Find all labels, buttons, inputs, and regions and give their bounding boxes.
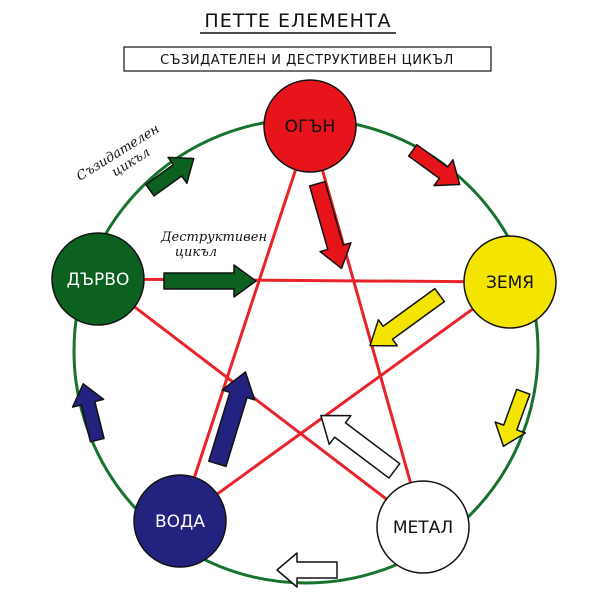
element-fire: ОГЪН — [263, 79, 357, 173]
star-line-water-fire — [178, 125, 312, 522]
destructive-cycle-note-line2: цикъл — [175, 245, 217, 260]
element-fire-circle — [263, 79, 357, 173]
arrow-metal-destroys-wood — [320, 414, 401, 479]
element-metal-label: МЕТАЛ — [393, 518, 453, 538]
star-line-metal-wood — [97, 277, 424, 529]
arrow-fire-destroys-metal — [308, 180, 352, 270]
page-title: ПЕТТЕ ЕЛЕМЕНТА — [204, 10, 391, 32]
element-wood-circle — [51, 232, 145, 326]
arrow-earth-to-metal — [494, 388, 531, 448]
element-wood-label: ДЪРВО — [67, 270, 130, 290]
star-line-wood-earth — [97, 277, 511, 284]
element-metal: МЕТАЛ — [376, 480, 470, 574]
destructive-cycle-note: Деструктивен цикъл — [160, 230, 267, 260]
arrow-metal-to-water — [276, 552, 338, 588]
element-earth-label: ЗЕМЯ — [486, 273, 534, 293]
star-line-earth-water — [179, 280, 511, 523]
arrow-wood-to-fire — [145, 156, 195, 197]
element-water-circle — [133, 474, 227, 568]
element-water-label: ВОДА — [155, 512, 205, 532]
subtitle-box — [123, 46, 492, 72]
element-water: ВОДА — [133, 474, 227, 568]
element-wood: ДЪРВО — [51, 232, 145, 326]
arrow-earth-destroys-water — [369, 287, 446, 347]
arrow-wood-destroys-earth — [163, 264, 257, 298]
arrow-water-destroys-fire — [208, 371, 256, 468]
element-earth-circle — [463, 235, 557, 329]
destructive-cycle-note-line1: Деструктивен — [160, 230, 267, 245]
arrow-water-to-wood — [71, 383, 105, 443]
element-metal-circle — [376, 480, 470, 574]
arrow-fire-to-earth — [407, 143, 461, 187]
element-fire-label: ОГЪН — [285, 117, 336, 137]
element-earth: ЗЕМЯ — [463, 235, 557, 329]
subtitle: СЪЗИДАТЕЛЕН И ДЕСТРУКТИВЕН ЦИКЪЛ — [160, 53, 454, 68]
